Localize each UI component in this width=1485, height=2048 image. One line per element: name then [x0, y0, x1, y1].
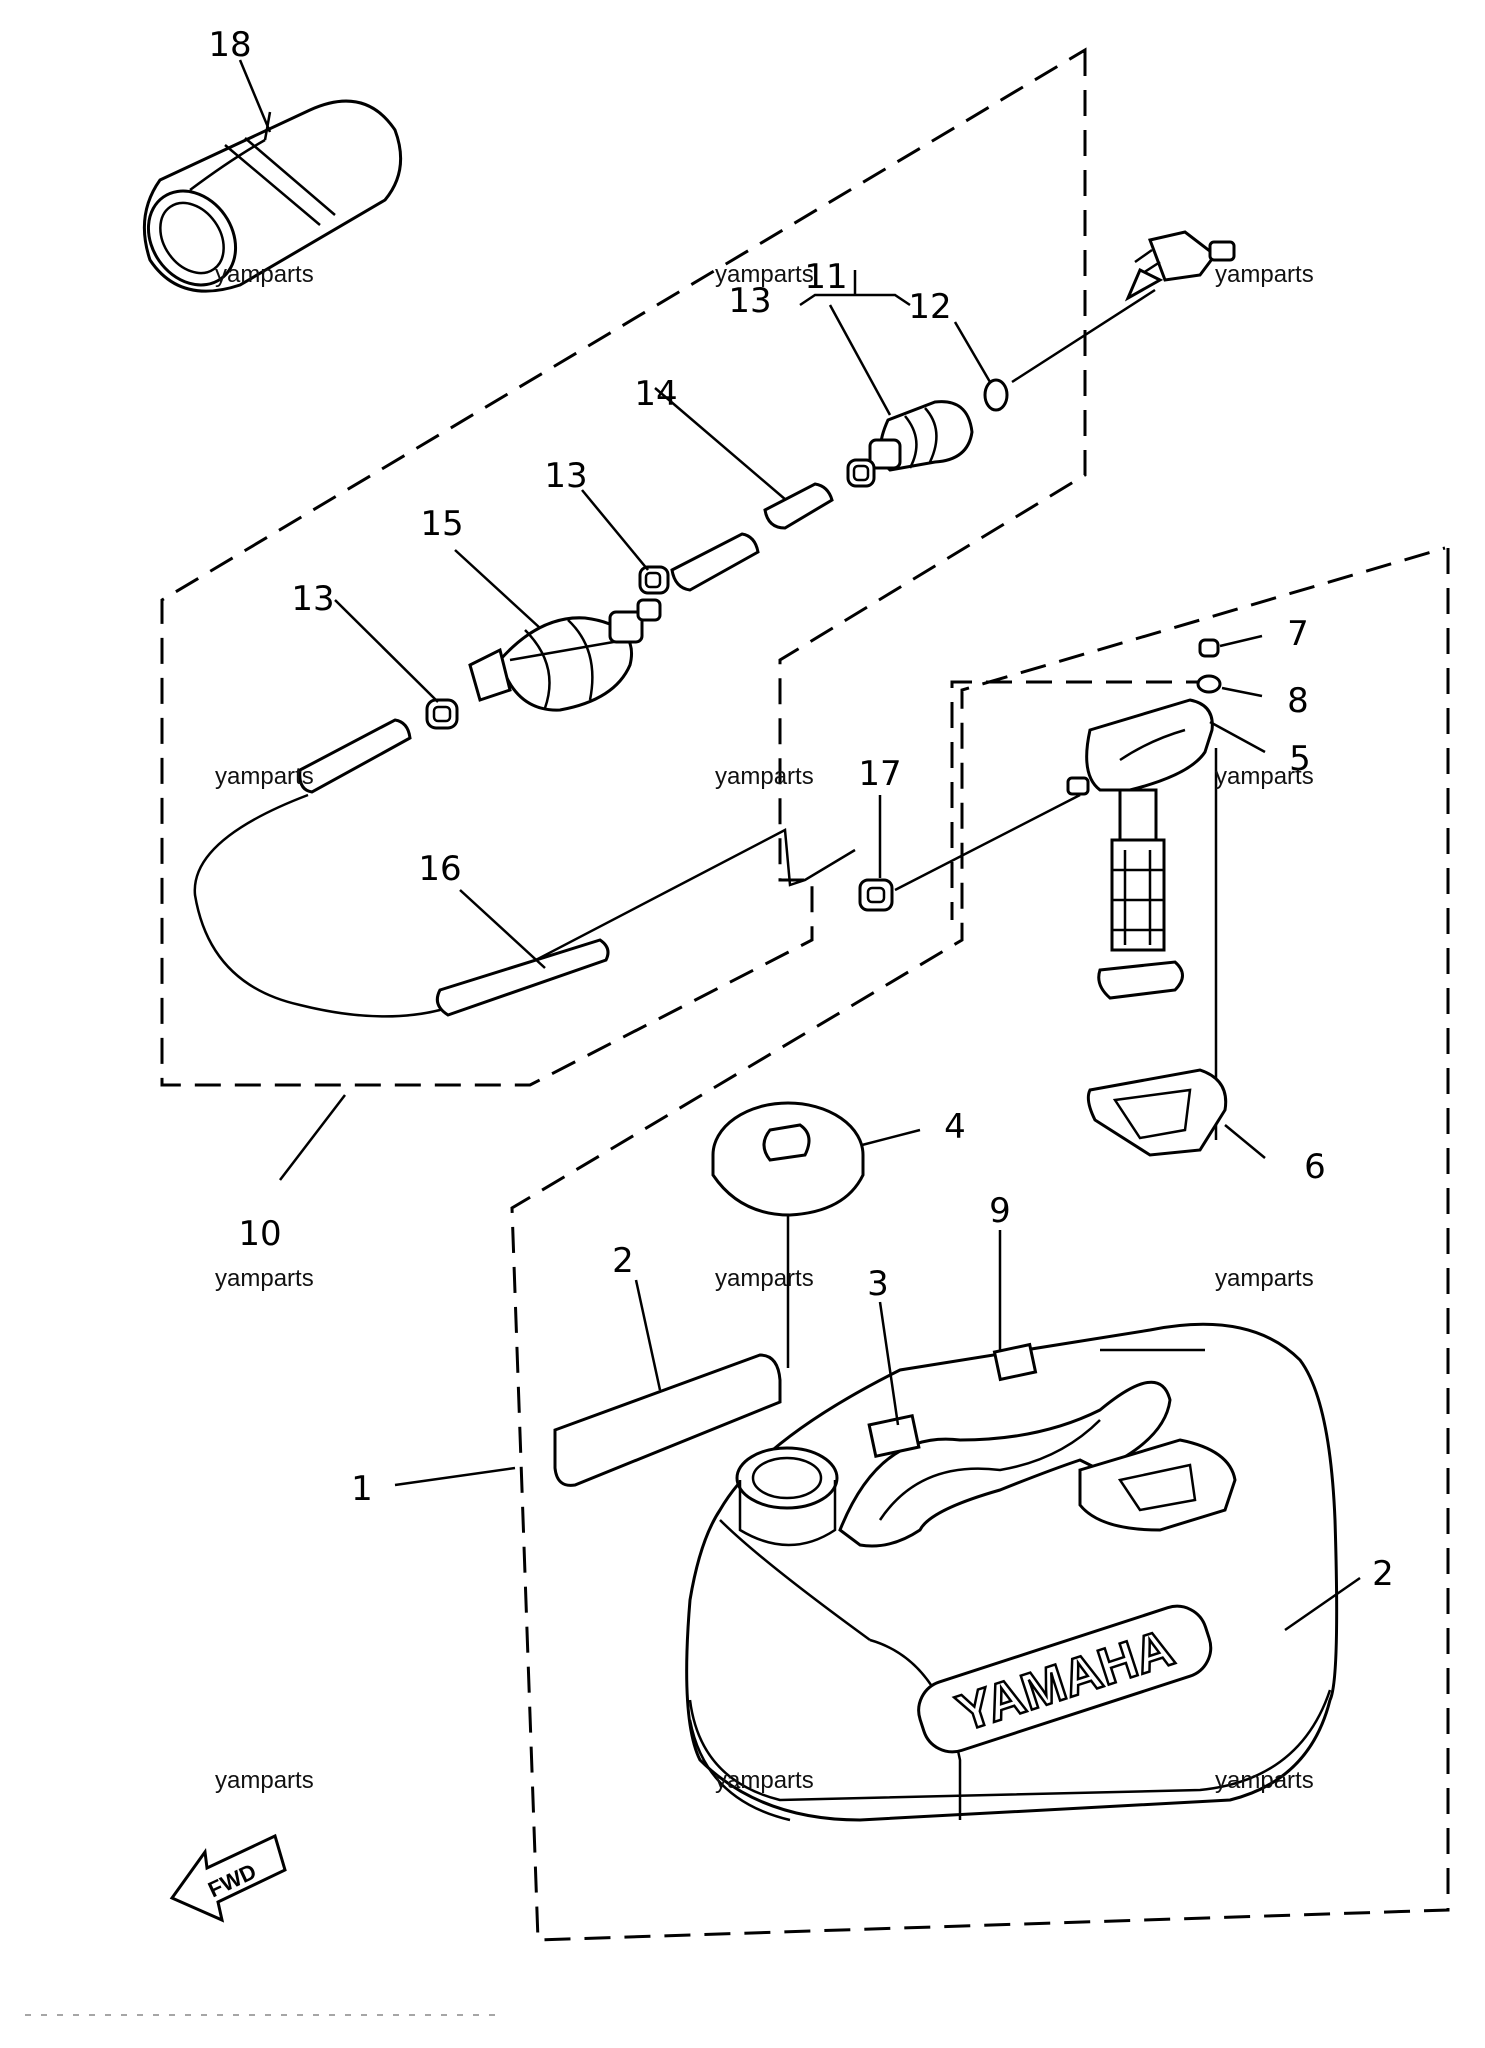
watermark: yamparts	[1215, 1265, 1314, 1292]
callout-13-mid: 13	[544, 456, 587, 496]
fuel-hose-outlet	[435, 938, 610, 1017]
callout-6: 6	[1304, 1147, 1326, 1187]
callout-9: 9	[989, 1191, 1011, 1231]
callout-3: 3	[867, 1264, 889, 1304]
callout-1: 1	[351, 1469, 373, 1509]
watermark: yamparts	[715, 1265, 814, 1292]
callout-5: 5	[1289, 739, 1311, 779]
callout-12: 12	[908, 287, 951, 327]
callout-7: 7	[1287, 614, 1309, 654]
fuel-cap	[711, 1101, 865, 1217]
fuel-hose-mid	[670, 532, 760, 592]
watermark: yamparts	[215, 1265, 314, 1292]
fuel-hose-inlet	[298, 718, 412, 794]
hose-clip	[858, 878, 894, 912]
side-decal	[553, 1353, 782, 1487]
washer	[1196, 674, 1222, 694]
o-ring	[983, 378, 1009, 412]
fuel-tank: YAMAHA	[685, 1322, 1339, 1822]
callout-8: 8	[1287, 681, 1309, 721]
watermark: yamparts	[1215, 763, 1314, 790]
fuel-gauge-group-boundary	[950, 680, 1212, 920]
fuel-gauge	[1066, 698, 1214, 1000]
watermark: yamparts	[1215, 261, 1314, 288]
callout-17: 17	[858, 754, 901, 794]
watermark: yamparts	[215, 1767, 314, 1794]
callout-2-lower: 2	[1372, 1554, 1394, 1594]
fuel-hose-long	[193, 793, 856, 1018]
screw	[1198, 638, 1220, 658]
callout-2-upper: 2	[612, 1241, 634, 1281]
hose-clamp	[425, 698, 459, 730]
watermark: yamparts	[1215, 1767, 1314, 1794]
fwd-arrow-icon: FWD	[169, 1833, 287, 1923]
callout-10: 10	[238, 1214, 281, 1254]
tank-group-boundary	[510, 546, 1450, 1942]
callout-4: 4	[944, 1107, 966, 1147]
callout-15: 15	[420, 504, 463, 544]
hose-clamp	[638, 565, 670, 595]
primer-bulb	[468, 598, 662, 712]
watermark: yamparts	[715, 1767, 814, 1794]
watermark: yamparts	[215, 261, 314, 288]
hose-cover	[142, 99, 403, 293]
fuel-hose-short	[763, 482, 834, 530]
fuel-line-group-boundary	[160, 47, 1087, 1087]
callout-18: 18	[208, 25, 251, 65]
callout-14: 14	[634, 374, 677, 414]
watermark: yamparts	[215, 763, 314, 790]
callout-13-lower: 13	[291, 579, 334, 619]
watermark: yamparts	[715, 763, 814, 790]
gauge-gasket	[1086, 1068, 1228, 1157]
watermark: yamparts	[715, 261, 814, 288]
fuel-connector	[868, 400, 974, 472]
engine-side-connector	[1124, 230, 1236, 302]
callout-13-upper: 13	[728, 281, 771, 321]
hose-clamp	[846, 458, 876, 488]
callout-16: 16	[418, 849, 461, 889]
callout-11: 11	[804, 257, 847, 297]
